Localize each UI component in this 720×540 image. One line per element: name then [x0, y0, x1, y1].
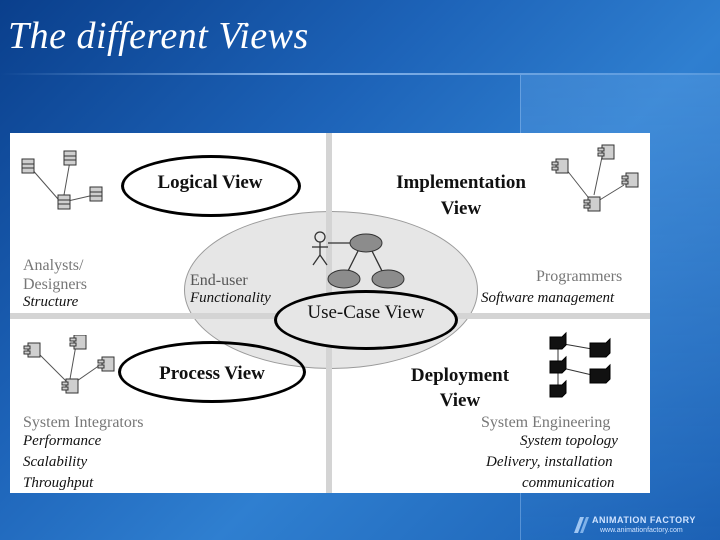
implementation-view-title-line2: View — [440, 198, 482, 219]
slide-title: The different Views — [8, 15, 309, 57]
class-package-icon — [21, 150, 103, 210]
engineering-concern-2: Delivery, installation — [486, 454, 613, 470]
enduser-concern: Functionality — [190, 290, 271, 306]
class-package-icon — [23, 335, 115, 394]
engineering-concern-3: communication — [522, 475, 615, 491]
title-underline — [0, 73, 720, 75]
process-view-title: Process View — [159, 363, 265, 384]
integrators-concern-2: Scalability — [23, 454, 88, 470]
use-case-icon — [327, 233, 405, 289]
node-icon — [549, 331, 611, 398]
logo-name: ANIMATION FACTORY — [592, 515, 696, 525]
use-case-view-title: Use-Case View — [307, 302, 425, 323]
logical-view-oval — [121, 155, 301, 217]
programmers-role: Programmers — [536, 268, 623, 285]
engineering-concern-1: System topology — [520, 433, 618, 449]
animation-factory-logo-icon — [574, 517, 589, 533]
deployment-view-title-line2: View — [439, 390, 481, 411]
logo-url: www.animationfactory.com — [600, 527, 683, 534]
process-view-oval — [118, 341, 306, 403]
deployment-view-title-line1: Deployment — [410, 365, 510, 386]
integrators-role: System Integrators — [23, 414, 144, 431]
logical-view-title: Logical View — [157, 172, 263, 193]
integrators-concern-1: Performance — [23, 433, 102, 449]
enduser-role: End-user — [190, 272, 248, 289]
analysts-concern: Structure — [23, 294, 79, 310]
analysts-role-line1: Analysts/ — [23, 257, 84, 274]
engineering-role: System Engineering — [481, 414, 611, 431]
component-icon — [551, 144, 639, 212]
programmers-concern: Software management — [481, 290, 615, 306]
implementation-view-title-line1: Implementation — [396, 172, 526, 193]
use-case-view-oval — [274, 290, 458, 350]
analysts-role-line2: Designers — [23, 276, 87, 293]
actor-icon — [312, 231, 385, 276]
integrators-concern-3: Throughput — [23, 475, 94, 491]
animation-factory-logo: ANIMATION FACTORY www.animationfactory.c… — [570, 513, 720, 540]
